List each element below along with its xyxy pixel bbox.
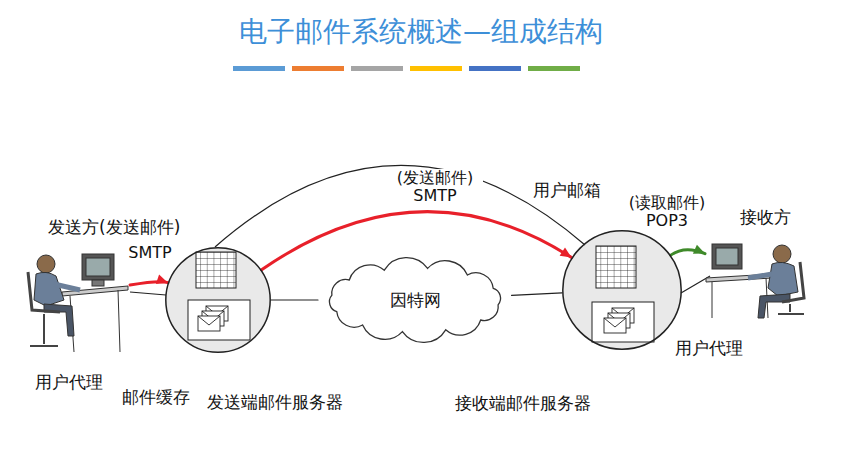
connector-line — [512, 293, 563, 295]
connector — [671, 245, 705, 255]
page-title: 电子邮件系统概述—组成结构 — [0, 14, 842, 50]
internet-cloud: 因特网 — [318, 255, 512, 345]
node-outline — [562, 230, 682, 350]
arrowhead — [560, 247, 572, 257]
node-label: 用户代理 — [675, 338, 743, 358]
protocol-label: (读取邮件) POP3 — [619, 194, 715, 230]
node-label: 接收端邮件服务器 — [455, 393, 591, 413]
receiver-caption: 接收方 — [740, 207, 791, 227]
node-outline — [705, 228, 800, 320]
node-outline — [165, 247, 271, 353]
node-label: 因特网 — [390, 290, 441, 310]
protocol-label: (发送邮件) SMTP — [387, 169, 483, 205]
receiver-server-art — [562, 230, 682, 350]
connector — [271, 300, 318, 301]
part-name: 用户邮箱 — [533, 180, 601, 200]
mail-server: 发送端邮件服务器 — [165, 247, 271, 353]
connector-line — [271, 299, 318, 300]
node-outline — [25, 228, 130, 360]
sender-person — [28, 254, 128, 352]
connector — [512, 293, 563, 295]
receiver-person — [706, 244, 804, 318]
user-agent: 用户代理 — [25, 228, 130, 360]
node-label: 用户代理 — [35, 372, 103, 392]
arrowhead — [693, 245, 705, 254]
title-bars — [233, 66, 580, 71]
connector — [130, 274, 168, 285]
part-name: 邮件缓存 — [122, 387, 190, 407]
sender-caption: 发送方(发送邮件) — [48, 217, 180, 237]
arrowhead — [156, 274, 168, 284]
user-agent: 用户代理 — [705, 228, 800, 320]
protocol-label: SMTP — [126, 244, 173, 262]
node-label: 发送端邮件服务器 — [207, 392, 343, 412]
mail-server: 接收端邮件服务器 — [562, 230, 682, 350]
sender-server-art — [165, 247, 271, 353]
